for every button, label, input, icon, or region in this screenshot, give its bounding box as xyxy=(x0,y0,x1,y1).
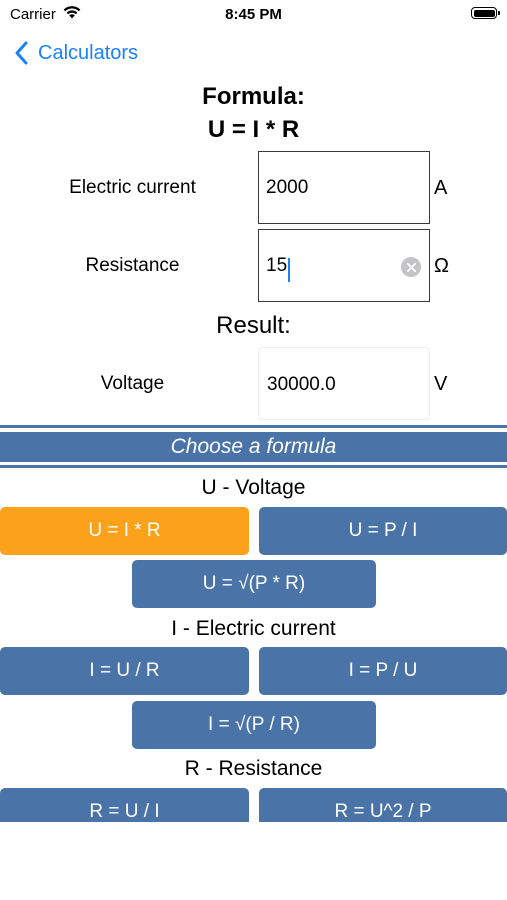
back-button-label: Calculators xyxy=(38,41,139,64)
formula-button-i-pu[interactable]: I = P / U xyxy=(259,647,507,695)
close-icon xyxy=(406,262,416,272)
voltage-result-box: 30000.0 xyxy=(258,347,430,420)
formula-button-u-sqrt-pr[interactable]: U = √(P * R) xyxy=(132,560,376,608)
formula-button-u-ir[interactable]: U = I * R xyxy=(0,507,249,555)
status-bar: Carrier 8:45 PM xyxy=(0,0,507,30)
formula-button-label: U = √(P * R) xyxy=(202,573,306,594)
carrier-label: Carrier xyxy=(10,6,56,23)
clock: 8:45 PM xyxy=(225,6,282,23)
section-title-current: I - Electric current xyxy=(171,617,336,640)
section-title-voltage: U - Voltage xyxy=(201,476,306,499)
resistance-unit: Ω xyxy=(434,255,449,277)
formula-button-label: R = U^2 / P xyxy=(334,801,432,822)
choose-formula-header: Choose a formula xyxy=(0,432,507,462)
wifi-icon xyxy=(63,6,81,19)
formula-expression: U = I * R xyxy=(207,116,300,143)
resistance-label: Resistance xyxy=(85,255,180,276)
current-label: Electric current xyxy=(69,177,196,198)
formula-button-label: U = I * R xyxy=(88,520,161,541)
current-field[interactable] xyxy=(258,151,430,224)
text-cursor xyxy=(288,258,290,282)
formula-button-label: U = P / I xyxy=(348,520,418,541)
result-title: Result: xyxy=(216,312,291,339)
resistance-input[interactable] xyxy=(266,230,396,301)
formula-button-i-ur[interactable]: I = U / R xyxy=(0,647,249,695)
voltage-label: Voltage xyxy=(100,373,165,394)
current-unit: A xyxy=(434,177,448,199)
formula-button-label: I = P / U xyxy=(348,660,418,681)
resistance-field[interactable] xyxy=(258,229,430,302)
formula-button-i-sqrt-pr[interactable]: I = √(P / R) xyxy=(132,701,376,749)
voltage-unit: V xyxy=(434,373,448,395)
section-title-resistance: R - Resistance xyxy=(184,757,323,780)
choose-formula-label: Choose a formula xyxy=(170,435,337,458)
formula-button-label: I = U / R xyxy=(89,660,160,681)
divider-bottom xyxy=(0,465,507,468)
divider-top xyxy=(0,425,507,428)
back-button[interactable]: Calculators xyxy=(14,38,138,68)
formula-button-u-pi[interactable]: U = P / I xyxy=(259,507,507,555)
voltage-result-value: 30000.0 xyxy=(267,374,336,395)
bottom-area xyxy=(0,822,507,900)
chevron-left-icon xyxy=(15,41,28,65)
formula-button-label: R = U / I xyxy=(89,801,160,822)
formula-title: Formula: xyxy=(202,83,305,110)
formula-button-label: I = √(P / R) xyxy=(208,714,300,735)
current-input[interactable] xyxy=(266,152,396,223)
battery-icon xyxy=(471,7,500,19)
clear-text-button[interactable] xyxy=(401,257,421,277)
